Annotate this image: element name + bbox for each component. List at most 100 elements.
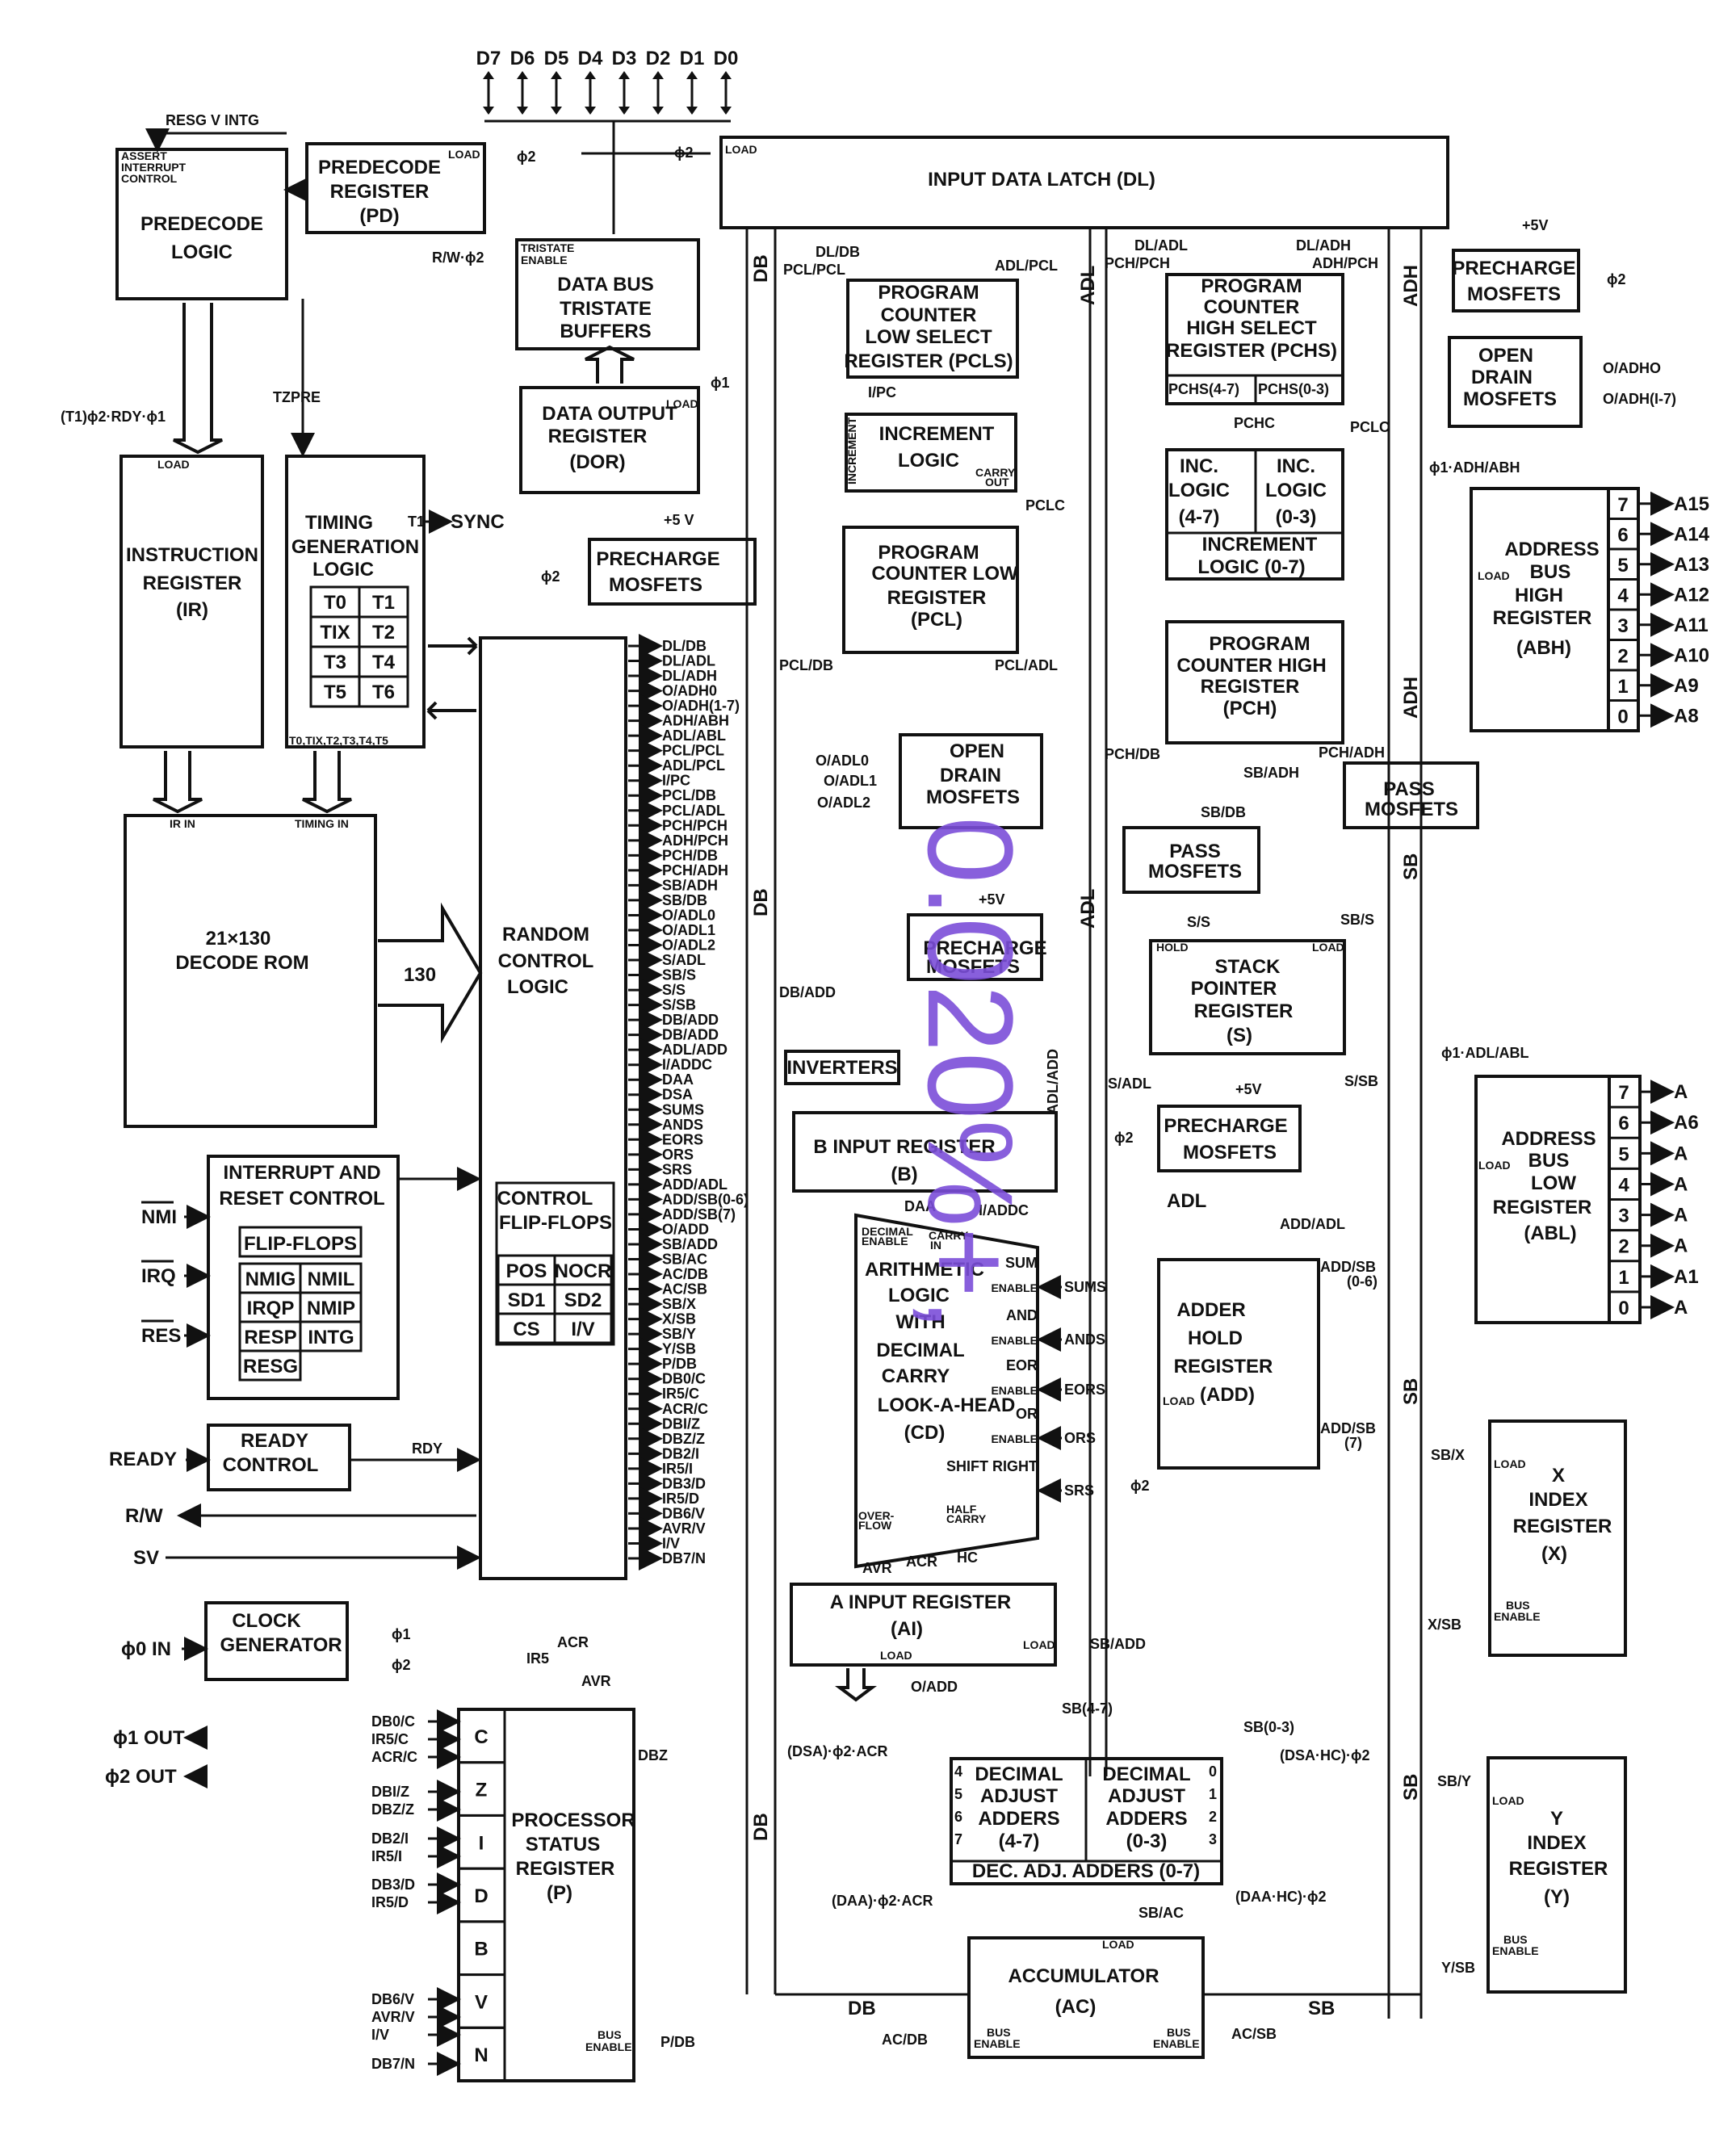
interrupt-ff-cell: [238, 1349, 302, 1382]
address-bit-label: 5: [1617, 555, 1628, 577]
data-pin-D5: D5: [544, 48, 569, 69]
svg-text:X/SB: X/SB: [1428, 1617, 1461, 1633]
timing-cell-label: T2: [372, 622, 395, 644]
svg-text:LOAD: LOAD: [448, 148, 480, 161]
alu-control-label: SRS: [1064, 1482, 1094, 1499]
control-line-label: S/ADL: [662, 952, 706, 968]
address-pin-label: A12: [1674, 584, 1709, 606]
svg-text:COUNTER HIGH: COUNTER HIGH: [1176, 655, 1326, 677]
svg-text:REGISTER: REGISTER: [1513, 1516, 1612, 1537]
flip-flop-label: CS: [513, 1319, 539, 1340]
control-line-label: ADH/PCH: [662, 832, 728, 849]
svg-text:ϕ2: ϕ2: [517, 149, 536, 165]
input-data-latch: INPUT DATA LATCH (DL) LOAD ϕ2: [674, 136, 1449, 229]
pass-mosfets-high: PASS MOSFETS SB/ADH: [1243, 761, 1479, 829]
svg-text:ϕ1·ADL/ABL: ϕ1·ADL/ABL: [1441, 1045, 1528, 1061]
y-index-register: LOAD Y INDEX REGISTER (Y) BUS ENABLE SB/…: [1437, 1756, 1627, 1994]
svg-text:ADL: ADL: [1167, 1190, 1206, 1212]
rom-bus-width: 130: [404, 964, 436, 986]
control-line-label: X/SB: [662, 1311, 696, 1327]
address-pin-label: A: [1674, 1143, 1688, 1164]
svg-text:(0-3): (0-3): [1276, 506, 1317, 528]
control-line-label: ADD/SB(7): [662, 1206, 736, 1222]
svg-text:ADDRESS: ADDRESS: [1501, 1128, 1596, 1150]
psr-input-label: DB3/D: [371, 1877, 415, 1893]
data-pin-D0: D0: [714, 48, 739, 69]
address-pin-label: A6: [1674, 1112, 1699, 1134]
svg-text:(DSA·HC)·ϕ2: (DSA·HC)·ϕ2: [1280, 1747, 1369, 1763]
address-pin-label: A15: [1674, 493, 1709, 515]
control-line-label: DB2/I: [662, 1445, 699, 1461]
alu-control-label: EORS: [1064, 1382, 1105, 1398]
svg-text:I/PC: I/PC: [868, 384, 896, 400]
interrupt-ff-label: INTG: [308, 1327, 354, 1348]
ready-pin: READY: [109, 1449, 177, 1470]
svg-text:LOGIC: LOGIC: [888, 1285, 950, 1306]
address-pin-label: A9: [1674, 675, 1699, 697]
svg-text:REGISTER: REGISTER: [548, 426, 648, 447]
svg-text:O/ADL0: O/ADL0: [816, 753, 869, 769]
svg-text:STATUS: STATUS: [526, 1834, 600, 1856]
address-bus-high-register: ADDRESS BUS HIGH REGISTER (ABH) LOAD ϕ1·…: [1429, 459, 1710, 732]
svg-text:T1: T1: [408, 514, 425, 530]
svg-text:(CD): (CD): [904, 1422, 946, 1444]
svg-text:ENABLE: ENABLE: [1492, 1944, 1539, 1957]
timing-cell-label: T5: [324, 681, 346, 703]
svg-text:SB/X: SB/X: [1431, 1447, 1465, 1463]
control-line-label: DAA: [662, 1071, 694, 1088]
address-bus-low-register: ADDRESS BUS LOW REGISTER (ABL) LOAD ϕ1·A…: [1441, 1045, 1699, 1324]
timing-cell: [358, 675, 409, 708]
svg-text:DB/ADD: DB/ADD: [779, 984, 836, 1000]
svg-text:TIMING IN: TIMING IN: [295, 817, 349, 830]
timing-cell-label: T1: [372, 592, 395, 614]
svg-text:S/SB: S/SB: [1344, 1073, 1378, 1089]
svg-text:ADH: ADH: [1400, 677, 1422, 719]
data-pin-D7: D7: [476, 48, 501, 69]
svg-text:PROCESSOR: PROCESSOR: [511, 1809, 635, 1831]
svg-text:MOSFETS: MOSFETS: [926, 956, 1020, 978]
interrupt-pin-NMI: NMI: [141, 1206, 177, 1228]
svg-text:REGISTER: REGISTER: [1509, 1858, 1608, 1880]
alu-control-label: ANDS: [1064, 1331, 1105, 1348]
dec-bit-label: 3: [1209, 1831, 1217, 1847]
control-line-label: IR5/I: [662, 1461, 693, 1477]
svg-text:LOAD: LOAD: [1023, 1638, 1055, 1651]
svg-text:DB: DB: [750, 1813, 772, 1841]
svg-text:BUS: BUS: [1167, 2026, 1191, 2039]
address-pin-label: A14: [1674, 523, 1710, 545]
svg-text:TIMING: TIMING: [305, 512, 373, 534]
svg-text:REGISTER: REGISTER: [1174, 1356, 1273, 1378]
svg-text:DBZ: DBZ: [638, 1747, 668, 1763]
svg-text:DECIMAL: DECIMAL: [1102, 1763, 1190, 1785]
interrupt-ff-label: RESG: [243, 1356, 298, 1378]
svg-text:LOGIC: LOGIC: [1265, 480, 1327, 501]
address-bit-label: 3: [1617, 615, 1628, 637]
svg-text:OUT: OUT: [985, 476, 1009, 489]
address-bit-label: 1: [1617, 676, 1628, 698]
svg-text:AC/DB: AC/DB: [882, 2032, 928, 2048]
svg-text:ϕ1·ADH/ABH: ϕ1·ADH/ABH: [1429, 459, 1520, 476]
svg-text:PROGRAM: PROGRAM: [1209, 633, 1310, 655]
svg-text:LOAD: LOAD: [1312, 941, 1344, 954]
svg-text:INTERRUPT: INTERRUPT: [121, 161, 187, 174]
svg-text:ENABLE: ENABLE: [974, 2037, 1021, 2050]
control-line-label: SB/X: [662, 1296, 696, 1312]
svg-text:SB: SB: [1400, 1774, 1422, 1801]
svg-text:ϕ1: ϕ1: [392, 1626, 411, 1642]
svg-text:DAA: DAA: [904, 1198, 936, 1214]
svg-text:(DAA·HC)·ϕ2: (DAA·HC)·ϕ2: [1235, 1889, 1326, 1905]
interrupt-ff-label: IRQP: [247, 1298, 295, 1319]
svg-text:REGISTER: REGISTER: [887, 587, 987, 609]
control-line-list: DL/DBDL/ADLDL/ADHO/ADH0O/ADH(1-7)ADH/ABH…: [628, 634, 748, 1570]
svg-text:(X): (X): [1541, 1543, 1567, 1565]
svg-text:IR5: IR5: [526, 1650, 549, 1667]
svg-text:SB: SB: [1308, 1998, 1335, 2019]
svg-text:INVERTERS: INVERTERS: [786, 1057, 897, 1079]
psr-input-label: DB0/C: [371, 1713, 415, 1730]
svg-text:DECODE ROM: DECODE ROM: [175, 952, 308, 974]
control-line-label: ADL/ABL: [662, 728, 726, 744]
increment-logic-high: INC. LOGIC (4-7) INC. LOGIC (0-3) INCREM…: [1165, 448, 1344, 581]
address-bit-label: 3: [1618, 1206, 1629, 1227]
precharge-mosfets-2: PRECHARGE MOSFETS +5V DB/ADD: [779, 891, 1047, 1000]
